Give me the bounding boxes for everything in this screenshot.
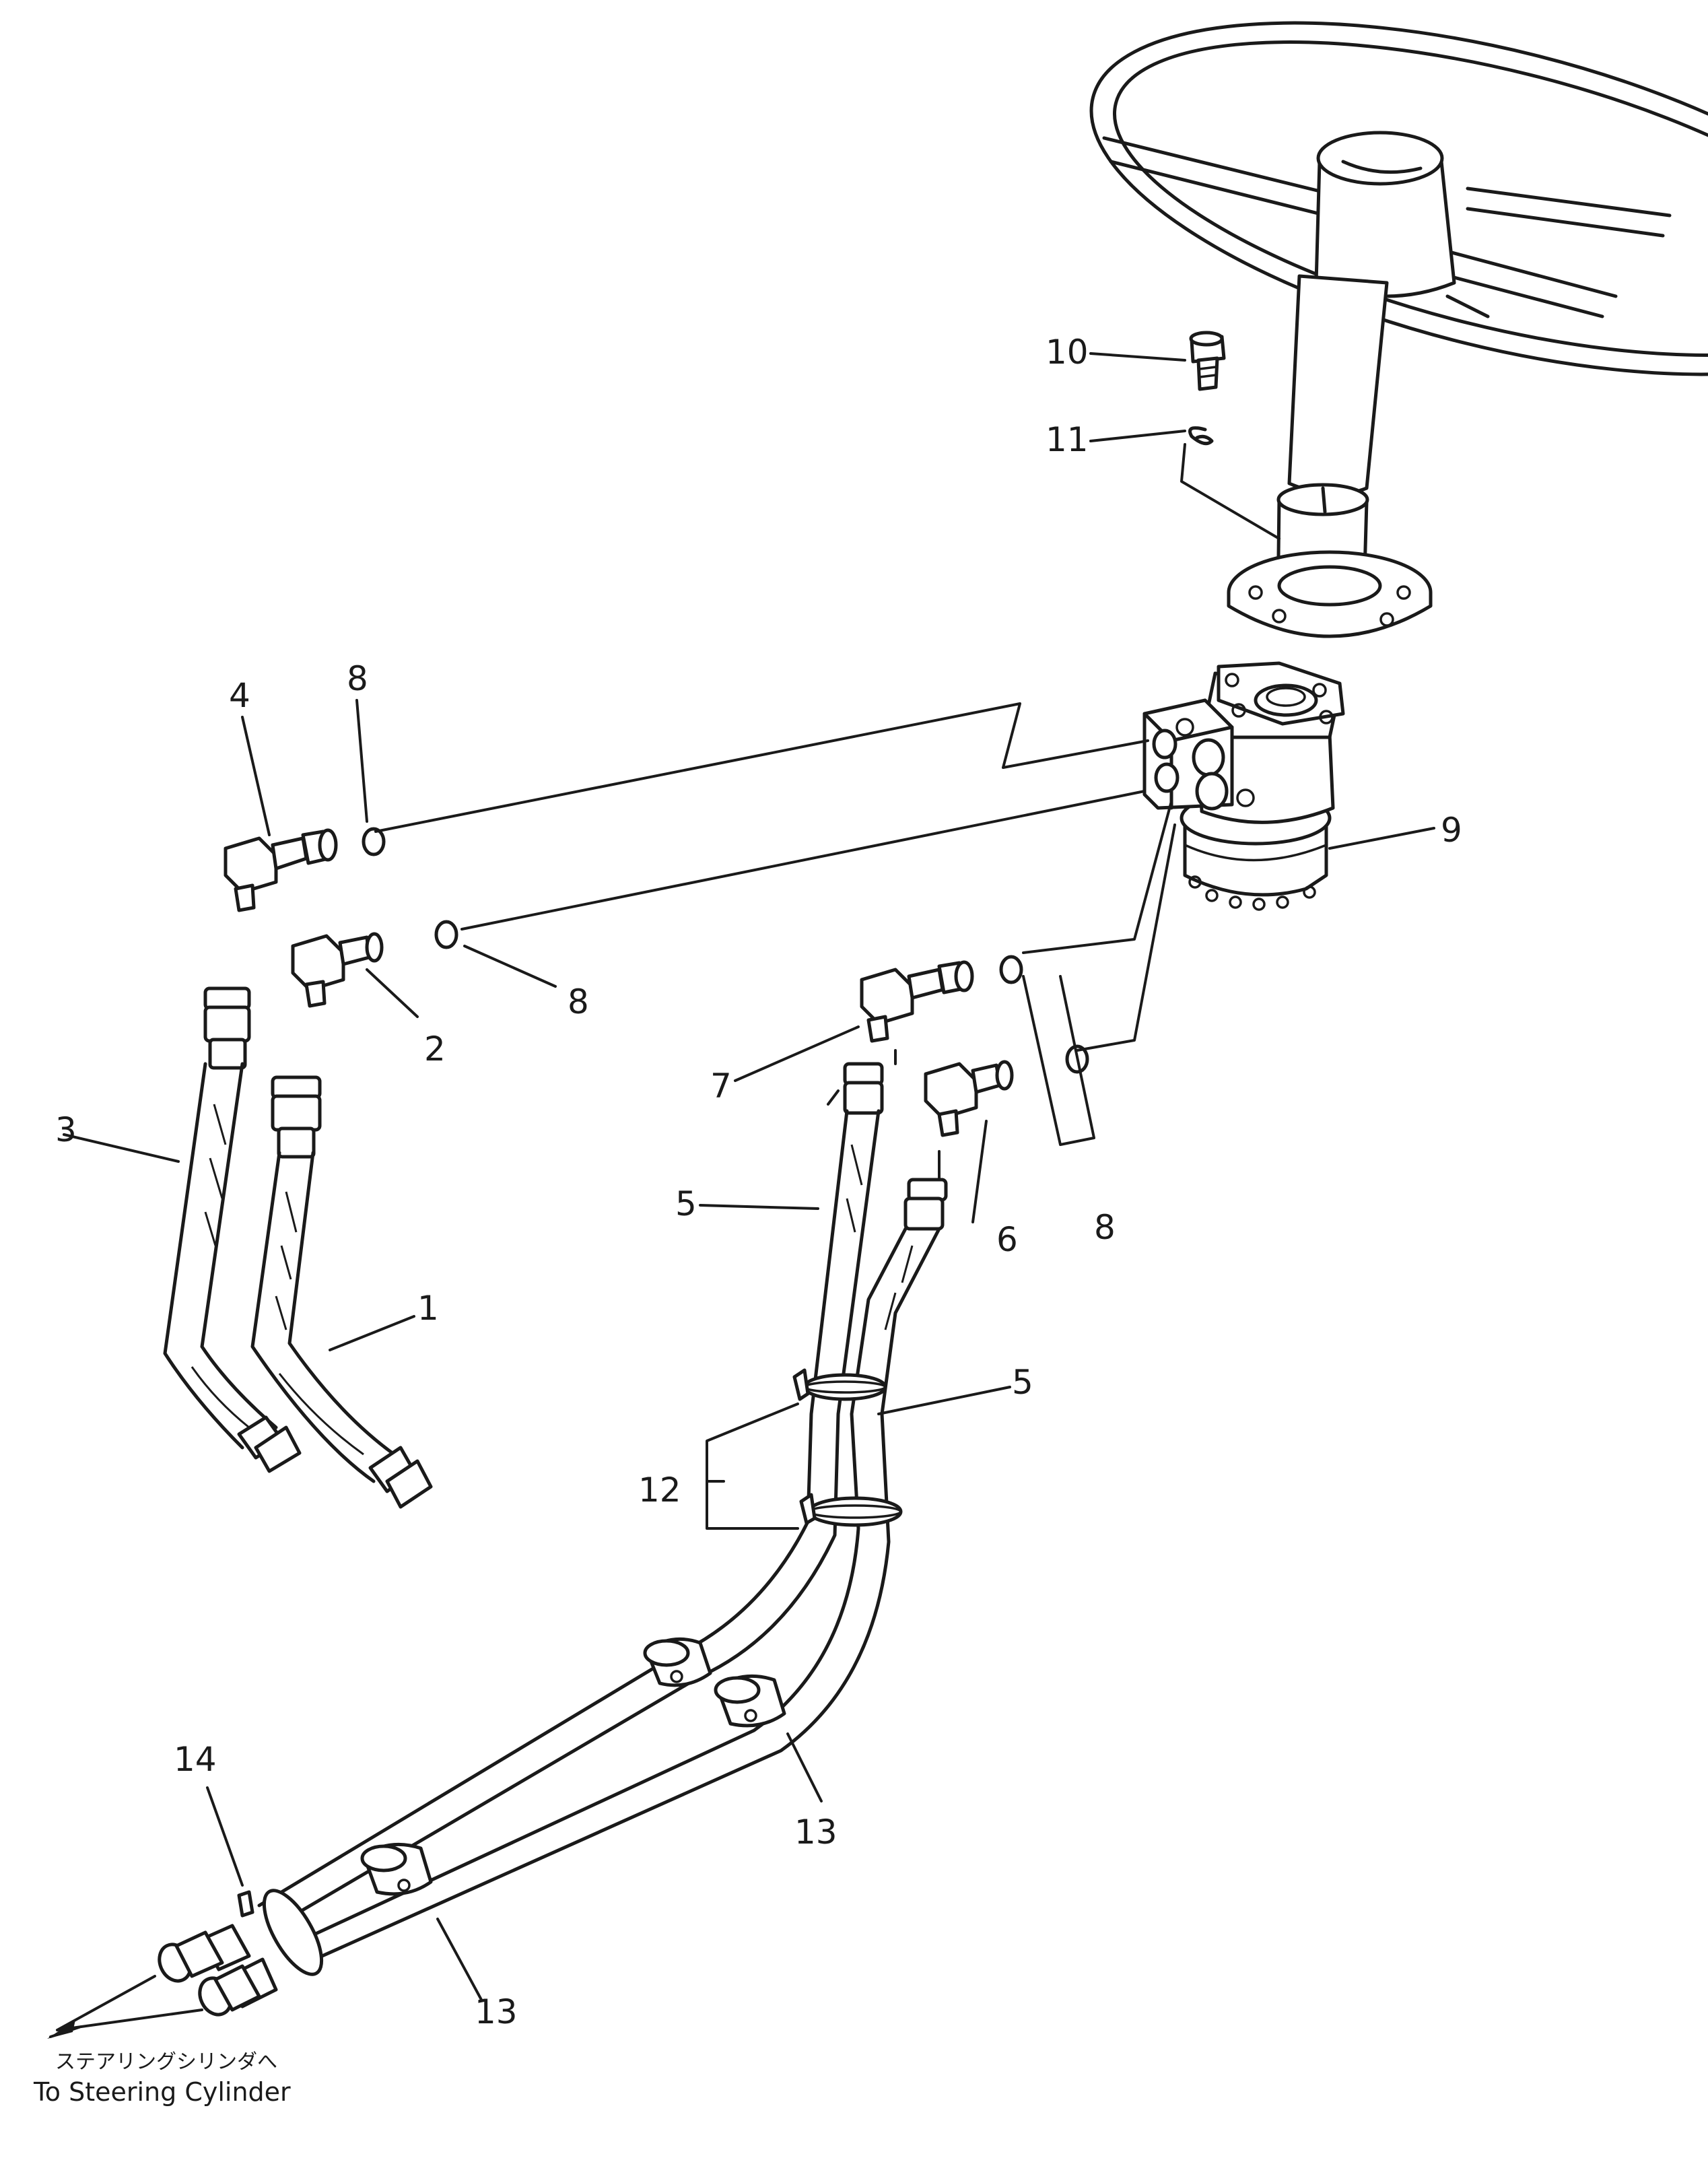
leader-line — [463, 945, 557, 988]
leader-line — [877, 1386, 1011, 1415]
leader-line — [827, 1049, 897, 1106]
callout-number: 1 — [417, 1289, 439, 1328]
leader-line — [786, 1732, 823, 1802]
leader-line — [706, 1403, 799, 1530]
leader-line — [971, 1120, 988, 1223]
leader-line — [699, 1204, 819, 1210]
callout-number: 10 — [1046, 333, 1089, 372]
elbow-fitting — [924, 1060, 1014, 1137]
callout-number: 8 — [347, 659, 368, 698]
o-ring — [362, 827, 386, 856]
leader-line — [1328, 827, 1435, 850]
hose-clamp — [643, 1637, 712, 1687]
callout-number: 3 — [55, 1110, 77, 1149]
leader-line — [206, 1786, 244, 1887]
o-ring — [999, 955, 1023, 984]
callout-number: 13 — [794, 1813, 838, 1852]
hose-band — [799, 1493, 903, 1527]
callout-number: 5 — [675, 1184, 697, 1223]
hose — [163, 986, 302, 1473]
callout-number: 5 — [1012, 1363, 1033, 1402]
leader-line — [329, 1315, 415, 1351]
callout-number: 8 — [1094, 1208, 1116, 1247]
arrow-head — [47, 2020, 75, 2039]
elbow-fitting — [860, 960, 974, 1043]
destination-note-english: To Steering Cylinder — [33, 2077, 291, 2107]
hose — [250, 1075, 433, 1509]
bolt — [1189, 331, 1226, 391]
elbow-fitting — [224, 828, 338, 912]
washer — [1188, 426, 1214, 446]
callout-number: 14 — [174, 1740, 217, 1779]
leader-line — [436, 1918, 483, 2001]
leader-line — [63, 1133, 180, 1163]
o-ring — [1065, 1044, 1089, 1074]
leader-line — [734, 1025, 860, 1082]
callout-number: 6 — [996, 1220, 1018, 1259]
callout-number: 13 — [475, 1992, 518, 2031]
leader-line — [374, 702, 1149, 833]
leader-line — [1022, 975, 1095, 1146]
hose-end-fitting — [158, 1924, 278, 2017]
hose-band — [237, 1889, 324, 1976]
hose-clamp — [360, 1842, 433, 1896]
leader-line — [1089, 352, 1186, 362]
steering-valve — [1142, 661, 1345, 911]
hose-clamp — [714, 1674, 786, 1728]
leader-line — [366, 968, 419, 1018]
o-ring — [434, 920, 458, 949]
callout-number: 7 — [710, 1067, 732, 1106]
callout-number: 12 — [638, 1471, 681, 1510]
leader-line — [241, 716, 271, 836]
callout-number: 9 — [1441, 811, 1462, 850]
steering-column — [1227, 131, 1456, 638]
leader-line — [1180, 443, 1280, 540]
hose — [257, 1062, 884, 1928]
leader-line — [1076, 823, 1176, 1052]
leader-line — [1022, 800, 1173, 954]
destination-note-japanese: ステアリングシリンダへ — [55, 2050, 277, 2074]
callout-number: 11 — [1046, 420, 1089, 459]
leader-line — [1089, 430, 1186, 442]
callout-number: 8 — [568, 982, 589, 1021]
hose-band — [792, 1368, 887, 1401]
leader-line — [355, 699, 368, 823]
leader-line — [460, 790, 1146, 931]
callout-number: 4 — [229, 676, 250, 715]
elbow-fitting — [291, 932, 384, 1008]
callout-number: 2 — [424, 1030, 446, 1069]
